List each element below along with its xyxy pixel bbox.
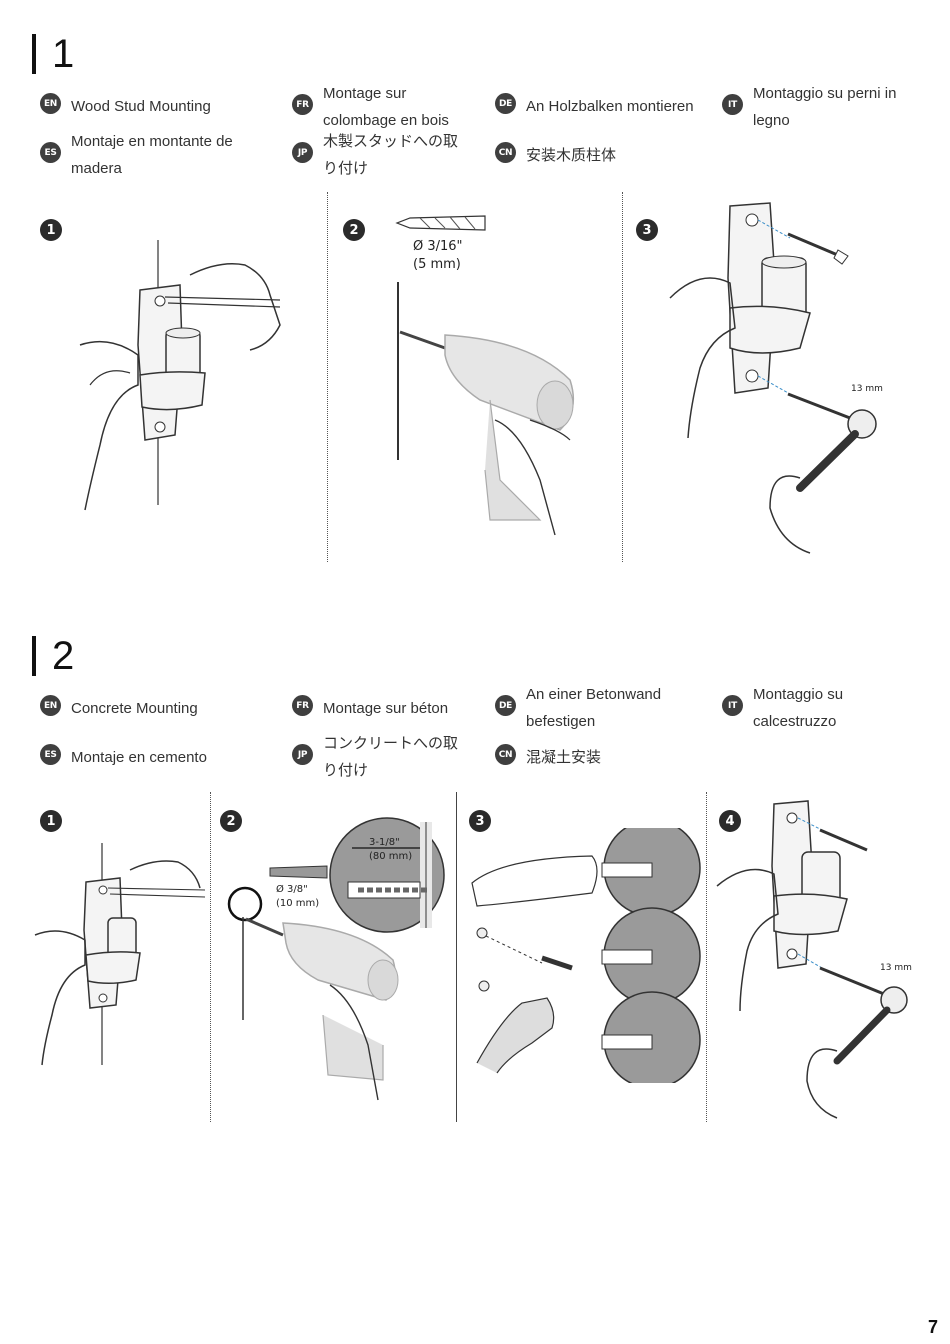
- anchor-insertion-illustration: [471, 828, 701, 1083]
- marking-holes-illustration: [34, 843, 206, 1066]
- drill-size-label: Ø 3/8": [276, 884, 308, 895]
- label-it: IT Montaggio su calcestruzzo: [722, 681, 922, 735]
- marking-holes-illustration: [79, 240, 281, 511]
- step-1-badge: 1: [40, 810, 62, 832]
- step-1-badge: 1: [40, 219, 62, 241]
- badge-es: ES: [40, 142, 61, 163]
- badge-it: IT: [722, 695, 743, 716]
- section-bar: [32, 34, 36, 74]
- drill-illustration: [242, 917, 399, 1101]
- badge-de: DE: [495, 695, 516, 716]
- divider: [327, 192, 328, 562]
- label-de: DE An Holzbalken montieren: [495, 93, 715, 120]
- badge-jp: JP: [292, 744, 313, 765]
- section-number: 2: [52, 634, 75, 678]
- badge-it: IT: [722, 94, 743, 115]
- label-en: EN Wood Stud Mounting: [40, 93, 280, 120]
- drill-depth-mm-label: (80 mm): [369, 851, 413, 862]
- label-cn: CN 安装木质柱体: [495, 142, 715, 169]
- step-2-badge: 2: [343, 219, 365, 241]
- badge-jp: JP: [292, 142, 313, 163]
- badge-cn: CN: [495, 744, 516, 765]
- badge-de: DE: [495, 93, 516, 114]
- badge-en: EN: [40, 93, 61, 114]
- label-jp: JP コンクリートへの取り付け: [292, 730, 472, 784]
- anchor-detail-middle: [601, 907, 701, 1005]
- wrench-size-label: 13 mm: [880, 963, 912, 973]
- anchor-detail-top: [601, 828, 701, 917]
- drill-illustration: [397, 282, 575, 536]
- divider: [456, 792, 457, 1122]
- section-number: 1: [52, 32, 75, 76]
- label-fr: FR Montage sur béton: [292, 695, 472, 722]
- step-4-badge: 4: [719, 810, 741, 832]
- badge-fr: FR: [292, 94, 313, 115]
- label-jp: JP 木製スタッドへの取り付け: [292, 128, 472, 182]
- screwing-bracket-illustration: [669, 202, 877, 554]
- label-es: ES Montaje en montante de madera: [40, 128, 280, 182]
- step-2-badge: 2: [220, 810, 242, 832]
- drill-depth-label: 3-1/8": [369, 837, 400, 848]
- section-2-heading: 2: [32, 634, 74, 678]
- step-3-badge: 3: [636, 219, 658, 241]
- label-cn: CN 混凝土安装: [495, 744, 695, 771]
- drill-depth-detail: [329, 817, 445, 933]
- badge-en: EN: [40, 695, 61, 716]
- drill-bit-icon: [227, 865, 328, 922]
- label-fr: FR Montage sur colombage en bois: [292, 80, 472, 134]
- section-1-heading: 1: [32, 32, 74, 76]
- label-it: IT Montaggio su perni in legno: [722, 80, 922, 134]
- divider: [622, 192, 623, 562]
- anchor-detail-bottom: [601, 991, 701, 1083]
- label-de: DE An einer Betonwand befestigen: [495, 681, 695, 735]
- label-en: EN Concrete Mounting: [40, 695, 280, 722]
- drill-size-mm-label: (5 mm): [413, 257, 461, 272]
- drill-size-label: Ø 3/16": [413, 239, 463, 254]
- divider: [210, 792, 211, 1122]
- screwing-bracket-illustration: [716, 800, 908, 1119]
- drill-bit-icon: [395, 215, 486, 231]
- divider: [706, 792, 707, 1122]
- step-3-badge: 3: [469, 810, 491, 832]
- badge-fr: FR: [292, 695, 313, 716]
- drill-size-mm-label: (10 mm): [276, 898, 320, 909]
- badge-cn: CN: [495, 142, 516, 163]
- label-es: ES Montaje en cemento: [40, 744, 280, 771]
- wrench-size-label: 13 mm: [851, 384, 883, 394]
- page-number: 7: [927, 1317, 938, 1337]
- badge-es: ES: [40, 744, 61, 765]
- section-bar: [32, 636, 36, 676]
